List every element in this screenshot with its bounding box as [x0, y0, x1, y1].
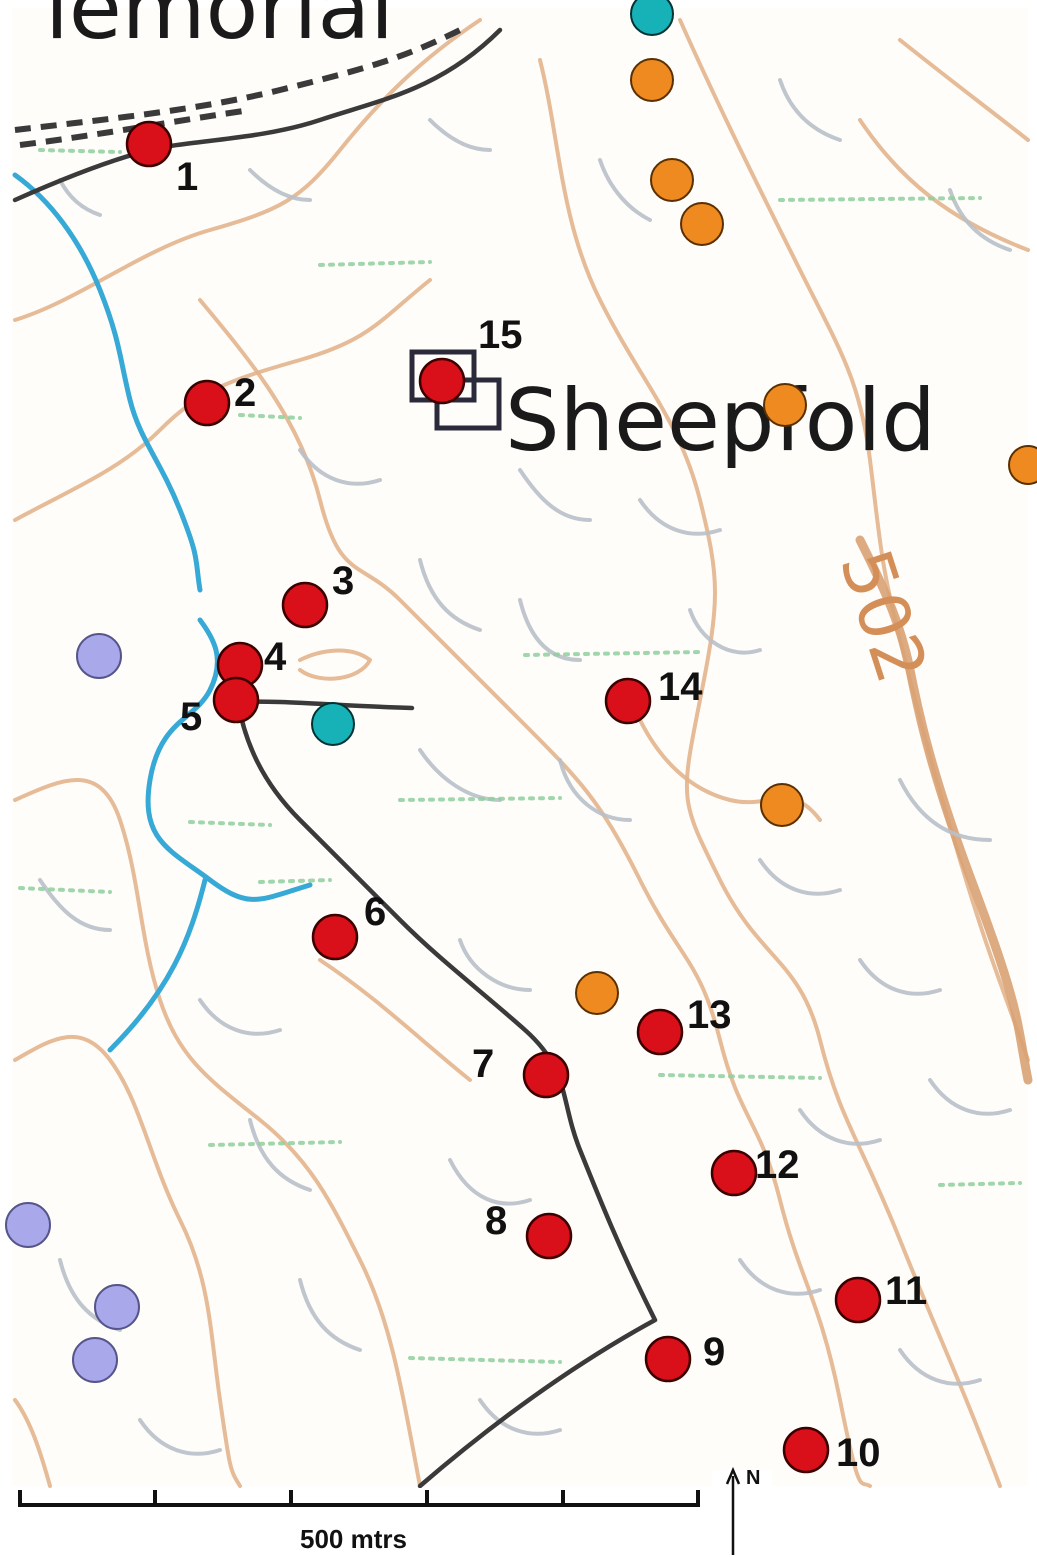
site-number: 4 — [264, 635, 287, 679]
teal-markers — [311, 0, 674, 746]
site-15[interactable]: 15 — [418, 313, 523, 405]
site-8[interactable]: 8 — [485, 1199, 573, 1260]
site-number: 10 — [836, 1431, 881, 1475]
orange-marker[interactable] — [680, 202, 724, 246]
north-label: N — [746, 1467, 760, 1489]
scale-bar: 500 mtrs — [10, 1488, 710, 1557]
map-title-partial: lemorial — [45, 0, 394, 59]
orange-marker[interactable] — [630, 58, 674, 102]
scale-bar-label: 500 mtrs — [300, 1524, 407, 1554]
teal-marker[interactable] — [630, 0, 674, 36]
site-number: 6 — [364, 890, 386, 934]
orange-marker[interactable] — [763, 383, 807, 427]
marsh-symbols — [18, 148, 1022, 1364]
site-6[interactable]: 6 — [311, 890, 386, 961]
teal-marker[interactable] — [311, 702, 355, 746]
site-number: 2 — [234, 371, 256, 415]
site-4[interactable]: 4 — [216, 635, 287, 689]
numbered-sites: 1 2 3 4 5 6 7 8 — [125, 120, 927, 1475]
site-11[interactable]: 11 — [834, 1269, 927, 1324]
orange-marker[interactable] — [575, 971, 619, 1015]
site-10[interactable]: 10 — [782, 1426, 881, 1475]
site-5[interactable]: 5 — [180, 676, 260, 739]
lavender-marker[interactable] — [5, 1202, 51, 1248]
rock-outcrops — [38, 78, 1012, 1456]
site-number: 7 — [472, 1042, 494, 1086]
site-number: 15 — [478, 313, 523, 357]
map-paper — [12, 8, 1028, 1486]
site-number: 3 — [332, 559, 354, 603]
site-7[interactable]: 7 — [472, 1042, 570, 1099]
place-label-sheepfold: Sheepfold — [505, 371, 936, 471]
site-number: 1 — [176, 155, 198, 199]
site-number: 13 — [687, 993, 732, 1037]
lavender-marker[interactable] — [76, 633, 122, 679]
site-9[interactable]: 9 — [644, 1330, 725, 1383]
orange-marker[interactable] — [760, 783, 804, 827]
orange-markers — [575, 58, 1037, 1015]
site-1[interactable]: 1 — [125, 120, 198, 199]
site-3[interactable]: 3 — [281, 559, 354, 629]
lavender-marker[interactable] — [94, 1284, 140, 1330]
north-arrow-icon: N — [712, 1466, 772, 1557]
site-number: 5 — [180, 695, 202, 739]
site-2[interactable]: 2 — [183, 371, 256, 427]
orange-marker[interactable] — [650, 158, 694, 202]
streams — [12, 172, 313, 1053]
site-number: 12 — [755, 1143, 800, 1187]
site-13[interactable]: 13 — [636, 993, 732, 1056]
site-14[interactable]: 14 — [604, 665, 703, 725]
lavender-markers — [5, 633, 140, 1383]
orange-marker[interactable] — [1008, 445, 1037, 485]
site-number: 14 — [658, 665, 703, 709]
site-number: 11 — [885, 1269, 927, 1313]
site-number: 8 — [485, 1199, 507, 1243]
lavender-marker[interactable] — [72, 1337, 118, 1383]
site-number: 9 — [703, 1330, 725, 1374]
site-12[interactable]: 12 — [710, 1143, 800, 1197]
